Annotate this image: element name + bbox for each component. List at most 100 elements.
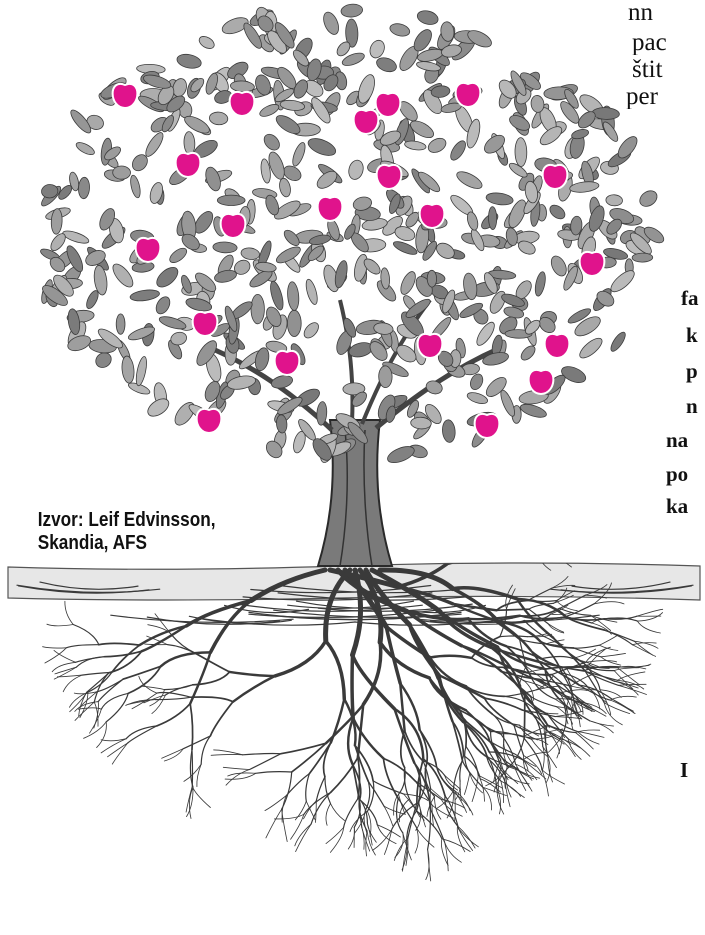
root — [637, 621, 660, 633]
leaf — [301, 320, 321, 341]
root — [384, 806, 393, 825]
root — [599, 636, 617, 646]
root — [157, 704, 190, 726]
root — [66, 645, 99, 648]
root — [373, 781, 404, 794]
leaf — [121, 355, 136, 383]
root — [500, 505, 522, 515]
leaf — [548, 254, 569, 279]
root — [542, 747, 544, 772]
leaf — [74, 140, 96, 157]
root — [189, 787, 193, 818]
root — [348, 718, 353, 764]
leaf — [608, 330, 627, 353]
leaf — [183, 131, 195, 155]
root — [503, 507, 510, 529]
root — [482, 542, 514, 548]
root — [161, 652, 211, 666]
root — [88, 672, 112, 692]
root — [483, 787, 492, 810]
leaf — [213, 241, 238, 253]
root — [43, 647, 67, 648]
apple — [221, 214, 246, 238]
root — [514, 529, 535, 542]
leaf — [340, 3, 363, 18]
leaf — [569, 180, 599, 194]
root — [168, 645, 196, 654]
root — [164, 749, 183, 761]
leaf — [632, 253, 653, 262]
root — [112, 743, 127, 764]
apple — [318, 197, 343, 221]
root — [256, 772, 292, 774]
root — [535, 519, 553, 529]
leaf — [571, 128, 590, 141]
root — [511, 473, 521, 491]
root — [524, 530, 553, 544]
leaf — [61, 228, 90, 245]
root — [326, 804, 331, 826]
leaf — [321, 10, 342, 37]
root — [553, 521, 576, 530]
leaf — [251, 294, 264, 323]
root — [214, 750, 243, 755]
root — [601, 653, 626, 656]
leaf — [379, 366, 393, 388]
leaf — [158, 314, 187, 331]
root — [446, 548, 482, 565]
root — [331, 804, 345, 821]
root — [485, 514, 500, 543]
root — [430, 656, 472, 658]
root — [325, 777, 331, 804]
root — [610, 700, 635, 714]
root — [142, 686, 165, 689]
root — [500, 636, 528, 637]
leaf — [176, 52, 203, 70]
root — [211, 754, 243, 755]
leaf — [519, 343, 538, 362]
leaf — [577, 335, 605, 361]
root — [225, 773, 256, 779]
root — [331, 758, 358, 793]
leaf — [290, 141, 307, 168]
root — [101, 693, 128, 709]
apple — [456, 83, 481, 107]
leaf — [134, 356, 148, 387]
root — [415, 827, 418, 853]
leaf — [427, 270, 437, 287]
leaf — [286, 281, 299, 311]
root — [99, 643, 140, 645]
root — [352, 655, 353, 718]
leaf — [533, 271, 547, 297]
root — [508, 738, 524, 768]
root — [90, 709, 102, 733]
root — [192, 786, 210, 807]
leaf — [213, 268, 237, 284]
apple — [230, 92, 255, 116]
cropped-text-right-3: p — [686, 359, 698, 384]
leaf — [442, 419, 457, 443]
apple — [376, 93, 401, 117]
root — [210, 702, 233, 736]
root — [152, 695, 166, 714]
leaf — [278, 177, 292, 198]
cropped-text-top-2: pac — [632, 30, 667, 55]
root — [518, 506, 535, 512]
apple — [354, 110, 379, 134]
root — [126, 700, 156, 706]
root — [190, 652, 210, 703]
leaf — [261, 131, 282, 153]
root — [560, 690, 588, 693]
leaf — [606, 194, 623, 206]
apple — [377, 165, 402, 189]
root — [553, 522, 575, 530]
leaf — [78, 177, 90, 199]
root — [106, 693, 128, 722]
root — [326, 828, 344, 844]
root — [594, 602, 624, 604]
root — [538, 552, 561, 554]
root — [459, 829, 473, 851]
root — [243, 753, 281, 754]
root — [190, 704, 192, 750]
root — [377, 825, 400, 837]
